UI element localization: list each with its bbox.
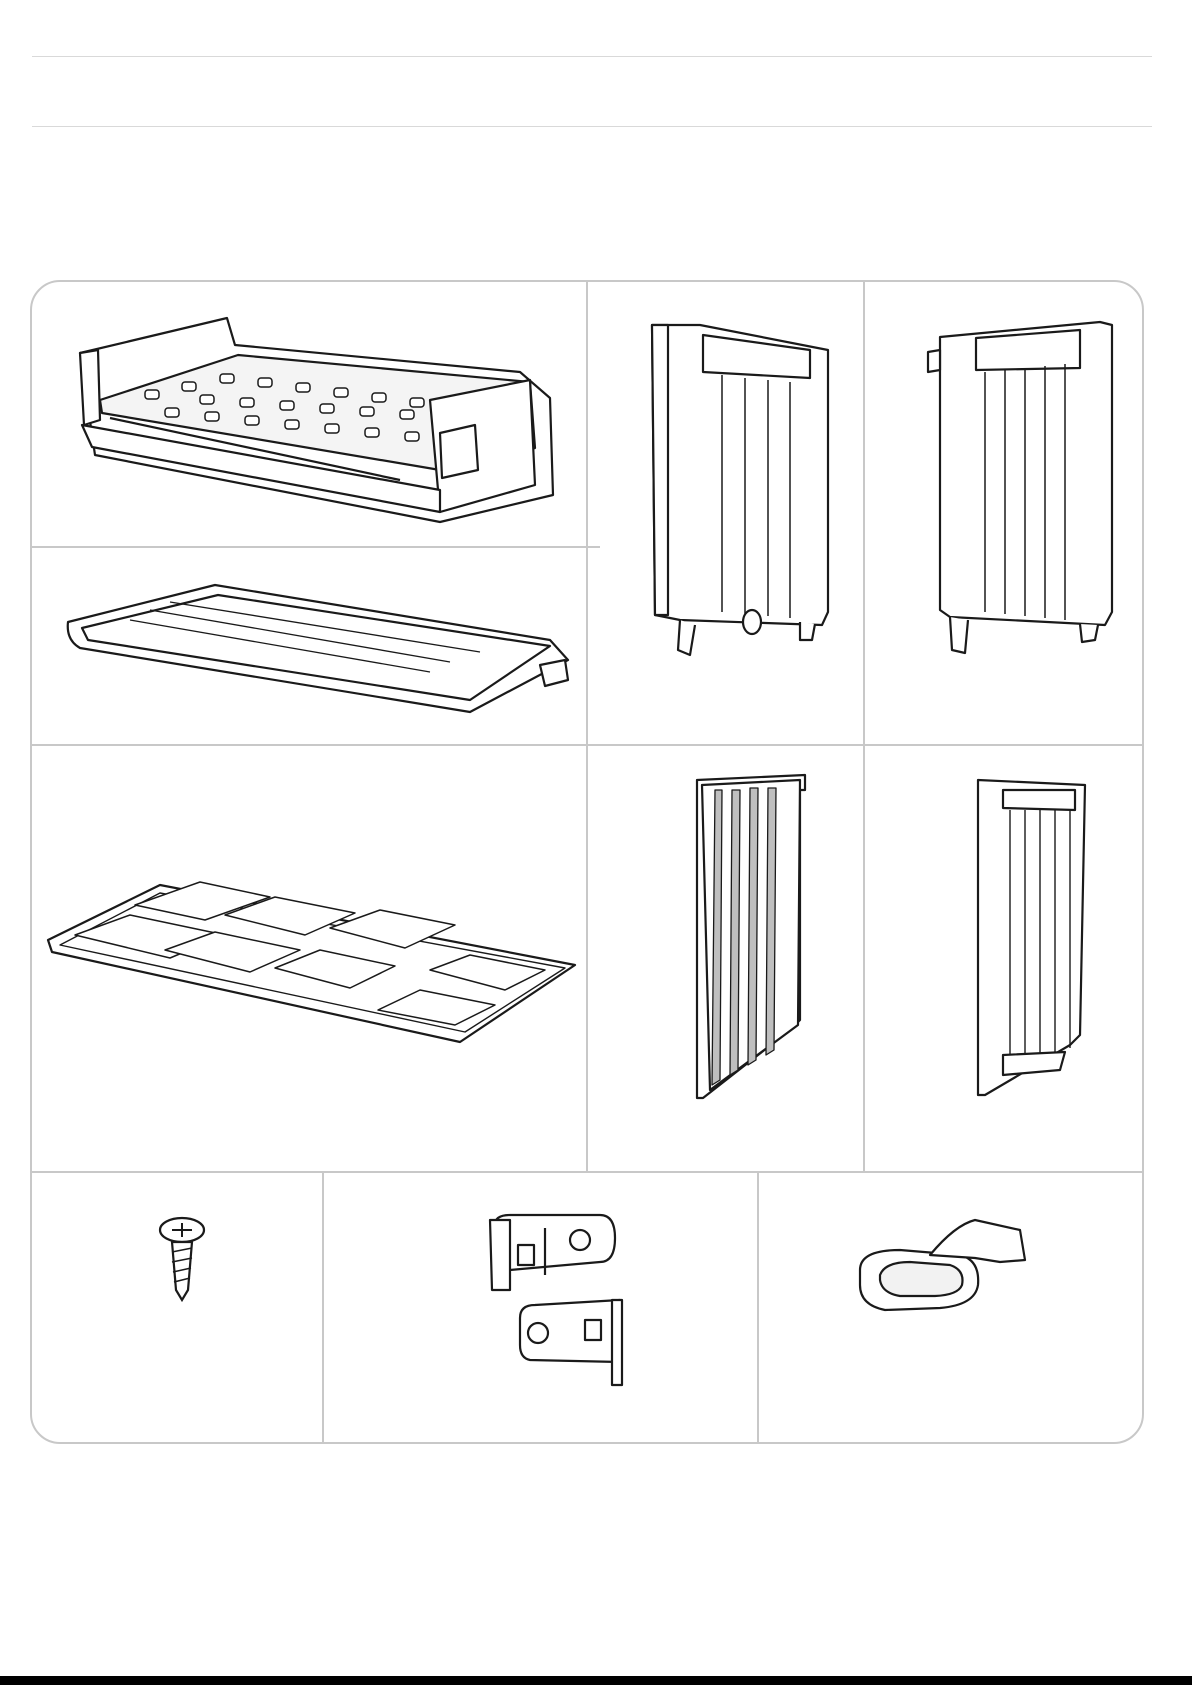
page-bottom-bar xyxy=(0,1676,1192,1685)
